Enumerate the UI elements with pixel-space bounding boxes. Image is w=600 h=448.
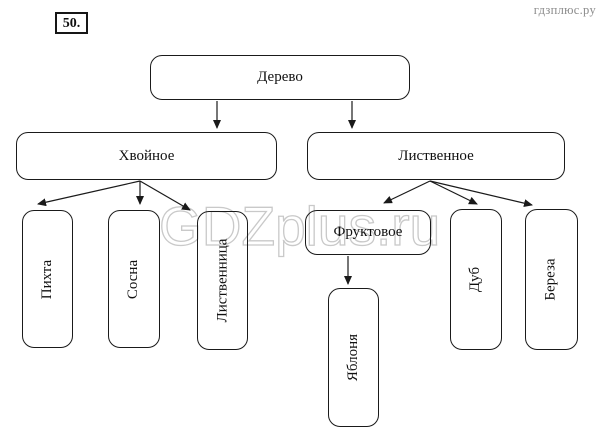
node-pine-label: Сосна — [125, 259, 142, 299]
node-oak-label: Дуб — [467, 266, 484, 293]
node-larch-label: Лиственница — [214, 238, 230, 323]
node-fir-label: Пихта — [38, 259, 55, 299]
task-number-badge: 50. — [55, 12, 88, 34]
node-coniferous: Хвойное — [16, 132, 277, 180]
node-birch-label: Береза — [542, 258, 559, 301]
site-watermark: гдзплюс.ру — [533, 3, 596, 17]
node-tree: Дерево — [150, 55, 410, 100]
edge-coniferous-fir — [37, 180, 141, 207]
node-pine: Сосна — [108, 210, 160, 348]
edge-deciduous-oak — [429, 180, 478, 205]
node-apple-label: Яблоня — [345, 333, 361, 382]
node-fruit: Фруктовое — [305, 210, 431, 255]
node-tree-label: Дерево — [257, 69, 303, 85]
edge-deciduous-birch — [429, 180, 533, 208]
node-apple: Яблоня — [328, 288, 379, 427]
edge-coniferous-larch — [139, 180, 191, 211]
node-oak: Дуб — [450, 209, 502, 350]
center-watermark-text: GDZplus.ru — [159, 195, 440, 257]
edge-deciduous-fruit — [383, 180, 431, 204]
node-fir: Пихта — [22, 210, 73, 348]
node-birch: Береза — [525, 209, 578, 350]
node-deciduous: Лиственное — [307, 132, 565, 180]
node-fruit-label: Фруктовое — [333, 224, 403, 240]
center-watermark: GDZplus.ru — [158, 195, 440, 258]
node-deciduous-label: Лиственное — [398, 147, 474, 164]
node-larch: Лиственница — [197, 211, 248, 350]
node-coniferous-label: Хвойное — [118, 147, 175, 164]
